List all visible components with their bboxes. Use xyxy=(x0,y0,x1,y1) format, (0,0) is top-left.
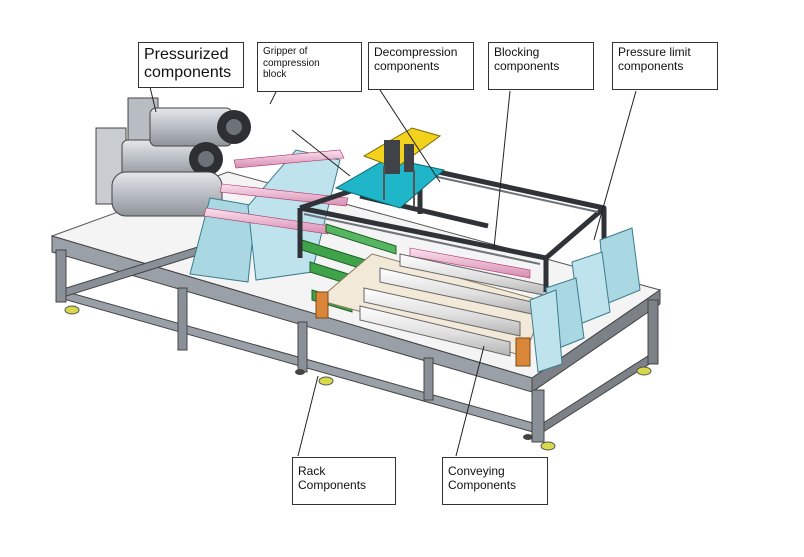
label-decompression-components: Decompression components xyxy=(368,42,474,90)
leg-front-mid3 xyxy=(423,357,434,401)
leader-pressurized xyxy=(149,86,157,113)
label-text: Rack Components xyxy=(298,464,367,492)
leader-gripper xyxy=(269,91,277,105)
label-text: Gripper of compression block xyxy=(263,46,320,80)
decompression-components-art xyxy=(334,127,446,209)
foot xyxy=(295,369,305,375)
label-text: Conveying Components xyxy=(448,464,517,492)
foot xyxy=(636,366,652,376)
label-text: Blocking components xyxy=(494,45,560,73)
label-pressurized-components: Pressurized components xyxy=(138,42,244,88)
label-pressure-limit-components: Pressure limit components xyxy=(612,42,718,90)
label-gripper-of-compression-block: Gripper of compression block xyxy=(257,42,362,92)
leader-pressure-limit xyxy=(593,90,637,241)
conveying-rollers xyxy=(315,253,549,367)
cylinder xyxy=(111,171,223,217)
motor-end-cap xyxy=(226,119,242,135)
right-top-rail xyxy=(531,289,661,393)
leader-lines xyxy=(149,86,637,457)
label-text: Pressure limit components xyxy=(618,45,691,73)
foot xyxy=(64,305,80,315)
leader-blocking xyxy=(493,90,511,249)
leg-front-right xyxy=(531,389,545,443)
leg-front-mid2 xyxy=(297,321,308,373)
label-text: Pressurized components xyxy=(144,46,232,82)
pressurized-components-art xyxy=(95,97,251,217)
leg-front-left xyxy=(55,249,67,303)
motor-end-cap xyxy=(198,151,214,167)
leg-front-mid1 xyxy=(177,287,188,351)
label-rack-components: Rack Components xyxy=(292,457,396,505)
leader-rack xyxy=(297,375,319,457)
leader-decompression xyxy=(379,89,441,183)
leader-gripper-2 xyxy=(291,129,351,177)
label-conveying-components: Conveying Components xyxy=(442,457,548,505)
foot xyxy=(540,441,556,451)
foot xyxy=(318,376,334,386)
right-guards xyxy=(529,227,641,373)
label-blocking-components: Blocking components xyxy=(488,42,594,90)
label-text: Decompression components xyxy=(374,45,458,73)
blocking-rails xyxy=(303,173,599,265)
leg-back-right xyxy=(647,299,659,365)
foot xyxy=(523,434,533,440)
leader-conveying xyxy=(455,345,485,457)
